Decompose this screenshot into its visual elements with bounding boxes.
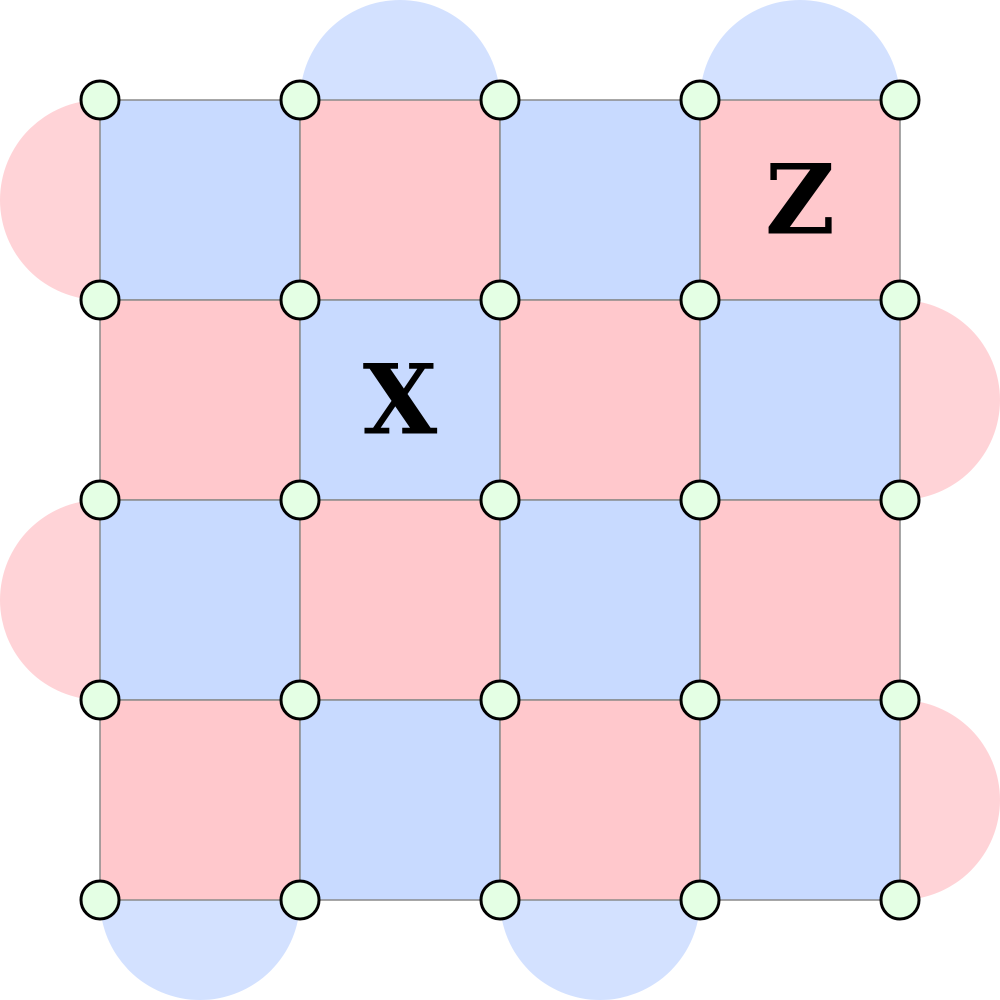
plaquette-r1-c1 <box>299 299 501 501</box>
qubit-r4-c2 <box>479 879 521 921</box>
plaquette-r3-c2 <box>499 699 701 901</box>
plaquette-r2-c0 <box>99 499 301 701</box>
plaquette-r2-c3 <box>699 499 901 701</box>
plaquette-r0-c2 <box>499 99 701 301</box>
plaquette-r3-c3 <box>699 699 901 901</box>
qubit-r3-c4 <box>879 679 921 721</box>
qubit-r3-c0 <box>79 679 121 721</box>
stabilizer-label-x: X <box>363 344 438 457</box>
qubit-r0-c1 <box>279 79 321 121</box>
plaquette-r3-c0 <box>99 699 301 901</box>
plaquette-r1-c3 <box>699 299 901 501</box>
plaquette-r1-c2 <box>499 299 701 501</box>
qubit-r0-c3 <box>679 79 721 121</box>
qubit-r4-c0 <box>79 879 121 921</box>
qubit-r1-c3 <box>679 279 721 321</box>
plaquette-r2-c1 <box>299 499 501 701</box>
qubit-r1-c4 <box>879 279 921 321</box>
qubit-r3-c1 <box>279 679 321 721</box>
qubit-r2-c0 <box>79 479 121 521</box>
qubit-r4-c1 <box>279 879 321 921</box>
qubit-r1-c0 <box>79 279 121 321</box>
qubit-r2-c1 <box>279 479 321 521</box>
qubit-r4-c3 <box>679 879 721 921</box>
qubit-r3-c3 <box>679 679 721 721</box>
plaquette-r2-c2 <box>499 499 701 701</box>
qubit-r2-c3 <box>679 479 721 521</box>
plaquette-r3-c1 <box>299 699 501 901</box>
plaquette-r0-c1 <box>299 99 501 301</box>
plaquette-grid <box>99 99 901 901</box>
stabilizer-labels: XZ <box>363 144 835 457</box>
qubit-r0-c2 <box>479 79 521 121</box>
qubit-vertices <box>79 79 921 921</box>
qubit-r2-c2 <box>479 479 521 521</box>
qubit-r0-c4 <box>879 79 921 121</box>
qubit-r4-c4 <box>879 879 921 921</box>
qubit-r1-c2 <box>479 279 521 321</box>
stabilizer-label-z: Z <box>765 144 835 257</box>
qubit-r2-c4 <box>879 479 921 521</box>
plaquette-r1-c0 <box>99 299 301 501</box>
qubit-r3-c2 <box>479 679 521 721</box>
plaquette-r0-c0 <box>99 99 301 301</box>
qubit-r1-c1 <box>279 279 321 321</box>
qubit-r0-c0 <box>79 79 121 121</box>
